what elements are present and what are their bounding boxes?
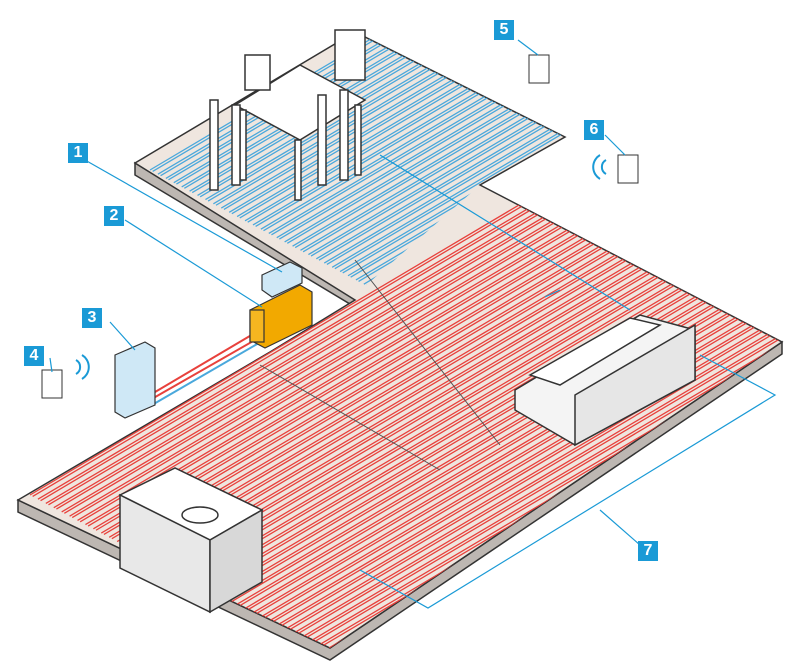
dining-table [209, 29, 367, 201]
callout-label-4: 4 [24, 346, 44, 366]
manifold [249, 284, 313, 349]
callout-label-7: 7 [638, 541, 658, 561]
callout-label-3: 3 [82, 308, 102, 328]
callout-label-6: 6 [584, 120, 604, 140]
wiring-centre [261, 261, 303, 298]
thermostat-6 [617, 154, 639, 184]
zone-divider [259, 364, 441, 471]
zone-divider [354, 259, 501, 446]
feed-pipes [151, 339, 265, 406]
callout-label-1: 1 [68, 143, 88, 163]
boiler [114, 341, 156, 419]
thermostat-5 [528, 54, 550, 84]
callout-label-2: 2 [104, 206, 124, 226]
sofa [514, 314, 696, 447]
thermostat-4 [41, 369, 63, 399]
kitchen-unit [118, 467, 264, 614]
leader-lines [49, 39, 777, 609]
feed-pipes [149, 329, 263, 401]
callout-label-5: 5 [494, 20, 514, 40]
wireless-signal-icon [75, 154, 607, 380]
